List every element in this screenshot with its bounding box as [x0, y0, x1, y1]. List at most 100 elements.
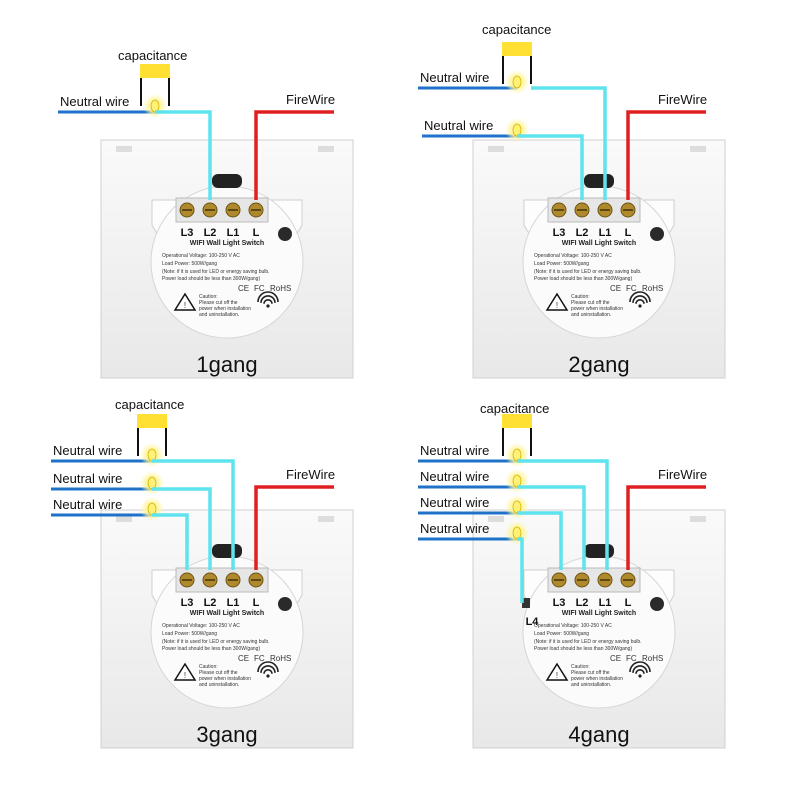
wifi-icon	[257, 291, 279, 308]
load-wire	[152, 459, 235, 570]
load-wire	[517, 134, 584, 200]
cert-ce: CE	[238, 654, 249, 663]
warning-mark: !	[184, 671, 186, 680]
cert-fc: FC	[254, 284, 265, 293]
indicator-hole	[278, 597, 292, 611]
capacitor	[502, 414, 532, 428]
spec-note2: Power load should be less than 300W/gang…	[162, 646, 260, 652]
indicator-hole	[650, 227, 664, 241]
terminal-label-l4: L4	[526, 616, 540, 628]
load-wire	[517, 459, 609, 570]
warning-icon	[545, 292, 569, 311]
terminal-label-l: L	[625, 597, 632, 609]
load-wire	[152, 513, 189, 570]
gang-label: 4gang	[568, 722, 629, 747]
terminal-label-l2: L2	[204, 227, 217, 239]
cert-fc: FC	[626, 284, 637, 293]
neutral-wire-label: Neutral wire	[420, 469, 489, 484]
cert-ce: CE	[610, 284, 621, 293]
terminal-label-l: L	[625, 227, 632, 239]
device-title: WIFI Wall Light Switch	[190, 610, 264, 617]
caution-line3: and uninstallation.	[199, 312, 239, 318]
device-title: WIFI Wall Light Switch	[562, 240, 636, 247]
warning-mark: !	[184, 301, 186, 310]
bulb-icon	[512, 500, 522, 514]
capacitor	[502, 42, 532, 56]
plate-clip	[488, 516, 504, 522]
firewire	[254, 485, 334, 570]
capacitance-label: capacitance	[115, 397, 184, 412]
bulb-icon	[512, 474, 522, 488]
spec-voltage: Operational Voltage: 100-250 V AC	[534, 253, 612, 259]
plate-clip	[690, 146, 706, 152]
plate-clip	[116, 516, 132, 522]
firewire-label: FireWire	[286, 467, 335, 482]
terminal-label-l1: L1	[227, 597, 240, 609]
capacitor	[137, 414, 167, 428]
spec-note: (Note: if it is used for LED or energy s…	[534, 639, 642, 645]
caution-title: Caution:	[571, 664, 590, 670]
caution-line1: Please cut off the	[571, 300, 610, 306]
warning-mark: !	[556, 671, 558, 680]
caution-line1: Please cut off the	[199, 670, 238, 676]
caution-line3: and uninstallation.	[571, 682, 611, 688]
load-wire	[152, 487, 212, 570]
spec-note: (Note: if it is used for LED or energy s…	[162, 269, 270, 275]
caution-line1: Please cut off the	[199, 300, 238, 306]
spec-voltage: Operational Voltage: 100-250 V AC	[534, 623, 612, 629]
indicator-hole	[278, 227, 292, 241]
terminal-label-l1: L1	[227, 227, 240, 239]
warning-icon	[173, 292, 197, 311]
terminal-label-l2: L2	[576, 597, 589, 609]
plate-clip	[318, 146, 334, 152]
spec-load: Load Power: 500W/gang	[534, 261, 589, 267]
bulb-icon	[512, 123, 522, 137]
cert-rohs: RoHS	[270, 654, 291, 663]
spec-note2: Power load should be less than 300W/gang…	[534, 276, 632, 282]
bulb-icon	[512, 75, 522, 89]
device-title: WIFI Wall Light Switch	[562, 610, 636, 617]
neutral-wire-label: Neutral wire	[420, 70, 489, 85]
cert-ce: CE	[238, 284, 249, 293]
cert-fc: FC	[254, 654, 265, 663]
mount-slot	[584, 544, 614, 558]
caution-line3: and uninstallation.	[571, 312, 611, 318]
gang-label: 1gang	[196, 352, 257, 377]
cert-rohs: RoHS	[270, 284, 291, 293]
bulb-icon	[147, 476, 157, 490]
caution-line2: power when installation	[199, 676, 251, 682]
caution-title: Caution:	[571, 294, 590, 300]
cert-ce: CE	[610, 654, 621, 663]
terminal-label-l: L	[253, 597, 260, 609]
spec-note: (Note: if it is used for LED or energy s…	[162, 639, 270, 645]
bulb-icon	[150, 99, 160, 113]
terminal-label-l1: L1	[599, 227, 612, 239]
spec-voltage: Operational Voltage: 100-250 V AC	[162, 253, 240, 259]
caution-line3: and uninstallation.	[199, 682, 239, 688]
caution-title: Caution:	[199, 664, 218, 670]
bulb-icon	[147, 502, 157, 516]
capacitance-label: capacitance	[480, 401, 549, 416]
mount-slot	[212, 174, 242, 188]
spec-note2: Power load should be less than 300W/gang…	[534, 646, 632, 652]
terminal-label-l1: L1	[599, 597, 612, 609]
plate-clip	[116, 146, 132, 152]
caution-line2: power when installation	[571, 676, 623, 682]
terminal-label-l3: L3	[181, 597, 194, 609]
terminal-label-l2: L2	[576, 227, 589, 239]
wifi-icon	[257, 661, 279, 678]
cert-fc: FC	[626, 654, 637, 663]
load-wire	[155, 110, 212, 200]
neutral-wire-label: Neutral wire	[420, 521, 489, 536]
neutral-wire-label: Neutral wire	[53, 497, 122, 512]
neutral-wire-label: Neutral wire	[53, 471, 122, 486]
spec-note: (Note: if it is used for LED or energy s…	[534, 269, 642, 275]
plate-clip	[318, 516, 334, 522]
warning-mark: !	[556, 301, 558, 310]
firewire	[626, 485, 706, 570]
firewire	[626, 110, 706, 200]
neutral-wire-label: Neutral wire	[420, 443, 489, 458]
